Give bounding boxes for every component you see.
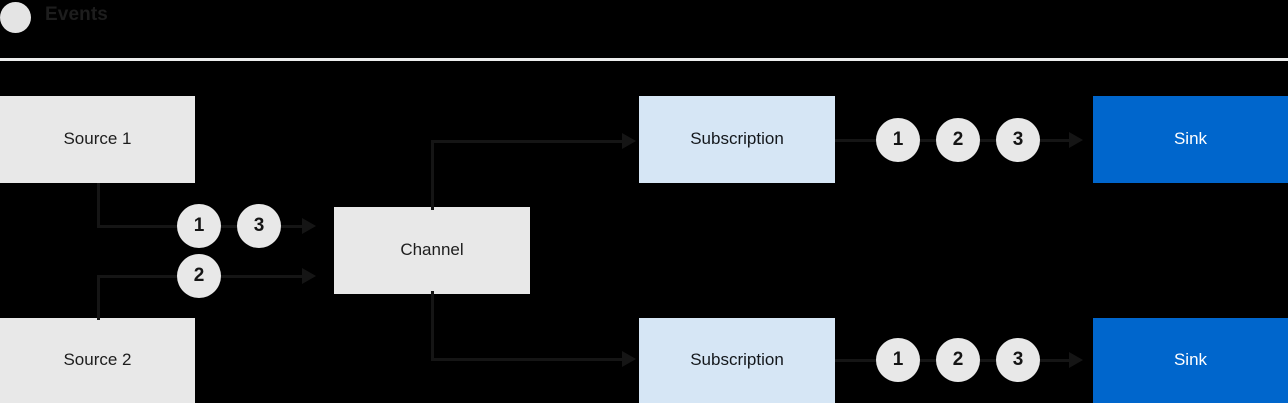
node-subscription-bottom-label: Subscription — [690, 350, 784, 370]
arrowhead-to-sink-bottom — [1069, 352, 1083, 368]
arrowhead-to-sink-top — [1069, 132, 1083, 148]
connector-channel-up-horizontal — [431, 140, 622, 143]
node-subscription-top[interactable]: Subscription — [639, 96, 835, 183]
node-sink-top-label: Sink — [1173, 129, 1208, 149]
event-circle: 2 — [936, 338, 980, 382]
event-circle: 1 — [876, 118, 920, 162]
node-channel-label: Channel — [400, 240, 464, 260]
arrowhead-source1-to-channel — [302, 218, 316, 234]
connector-channel-up-vertical — [431, 140, 434, 210]
arrowhead-channel-to-subscription-top — [622, 133, 636, 149]
node-subscription-top-label: Subscription — [690, 129, 784, 149]
header-divider — [0, 58, 1288, 61]
connector-source2-vertical — [97, 275, 100, 320]
event-circle: 3 — [996, 338, 1040, 382]
legend: Events — [0, 0, 1288, 34]
node-source-1[interactable]: Source 1 — [0, 96, 195, 183]
event-circle: 2 — [936, 118, 980, 162]
event-circle: 1 — [177, 204, 221, 248]
connector-channel-down-vertical — [431, 291, 434, 361]
events-dot-icon — [0, 2, 31, 33]
event-circle: 2 — [177, 254, 221, 298]
event-circle: 3 — [237, 204, 281, 248]
arrowhead-source2-to-channel — [302, 268, 316, 284]
arrowhead-channel-to-subscription-bottom — [622, 351, 636, 367]
connector-source1-vertical — [97, 183, 100, 228]
node-source-1-label: Source 1 — [63, 129, 132, 149]
connector-channel-down-horizontal — [431, 358, 622, 361]
node-source-2-label: Source 2 — [63, 350, 132, 370]
node-sink-top[interactable]: Sink — [1093, 96, 1288, 183]
node-sink-bottom[interactable]: Sink — [1093, 318, 1288, 403]
legend-label: Events — [45, 4, 108, 25]
node-sink-bottom-label: Sink — [1173, 350, 1208, 370]
event-circle: 3 — [996, 118, 1040, 162]
event-circle: 1 — [876, 338, 920, 382]
node-subscription-bottom[interactable]: Subscription — [639, 318, 835, 403]
node-channel[interactable]: Channel — [334, 207, 530, 294]
node-source-2[interactable]: Source 2 — [0, 318, 195, 403]
